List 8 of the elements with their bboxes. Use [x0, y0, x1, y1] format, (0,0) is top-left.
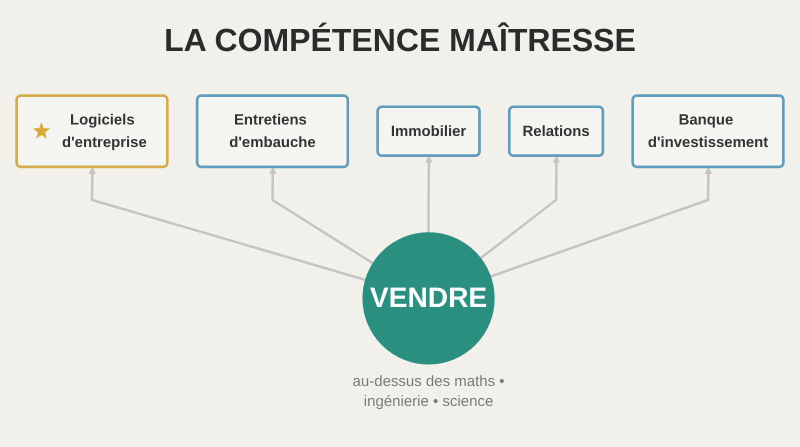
node-circle: VENDRE: [362, 232, 495, 365]
arrow: [269, 167, 374, 265]
arrow: [479, 156, 560, 260]
arrow: [490, 167, 712, 278]
arrow: [425, 156, 433, 234]
node-caption: au-dessus des maths • ingénierie • science: [352, 372, 506, 412]
title: LA COMPÉTENCE MAÎTRESSE: [164, 22, 636, 59]
arrow: [88, 167, 366, 282]
